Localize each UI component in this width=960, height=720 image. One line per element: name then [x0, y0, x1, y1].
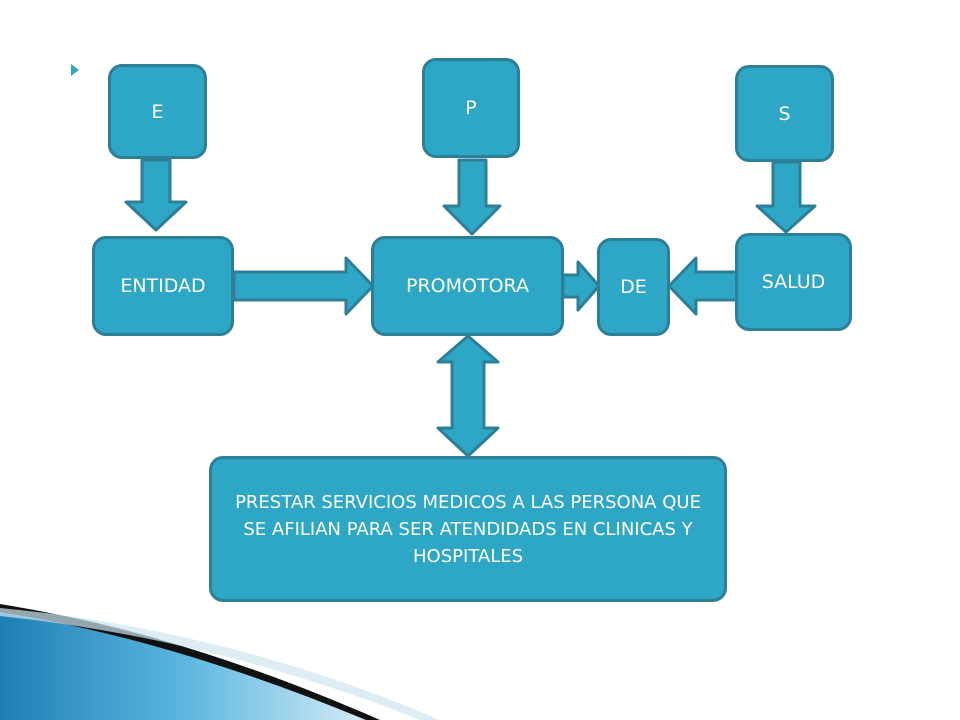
arrow-left-salud-de [667, 256, 739, 316]
box-entidad: ENTIDAD [92, 236, 234, 336]
word-salud: SALUD [761, 271, 826, 293]
letter-p: P [465, 97, 477, 119]
word-de: DE [620, 276, 647, 298]
letter-e: E [151, 100, 164, 123]
arrow-down-e [124, 158, 188, 232]
box-de: DE [597, 238, 670, 336]
box-promotora: PROMOTORA [371, 236, 564, 336]
arrow-right-promotora-de [561, 260, 601, 312]
arrow-down-s [755, 160, 817, 234]
arrow-double-promotora-description [436, 334, 500, 458]
box-letter-s: S [735, 65, 834, 162]
box-description: PRESTAR SERVICIOS MEDICOS A LAS PERSONA … [209, 456, 727, 602]
arrow-right-entidad-promotora [232, 256, 375, 316]
letter-s: S [778, 102, 791, 125]
word-entidad: ENTIDAD [120, 275, 206, 297]
word-promotora: PROMOTORA [406, 275, 529, 297]
box-letter-e: E [108, 64, 207, 159]
arrow-down-p [442, 158, 502, 236]
box-salud: SALUD [735, 233, 852, 331]
description-text: PRESTAR SERVICIOS MEDICOS A LAS PERSONA … [235, 491, 701, 567]
triangle-right-icon [71, 64, 79, 76]
box-letter-p: P [422, 58, 520, 158]
